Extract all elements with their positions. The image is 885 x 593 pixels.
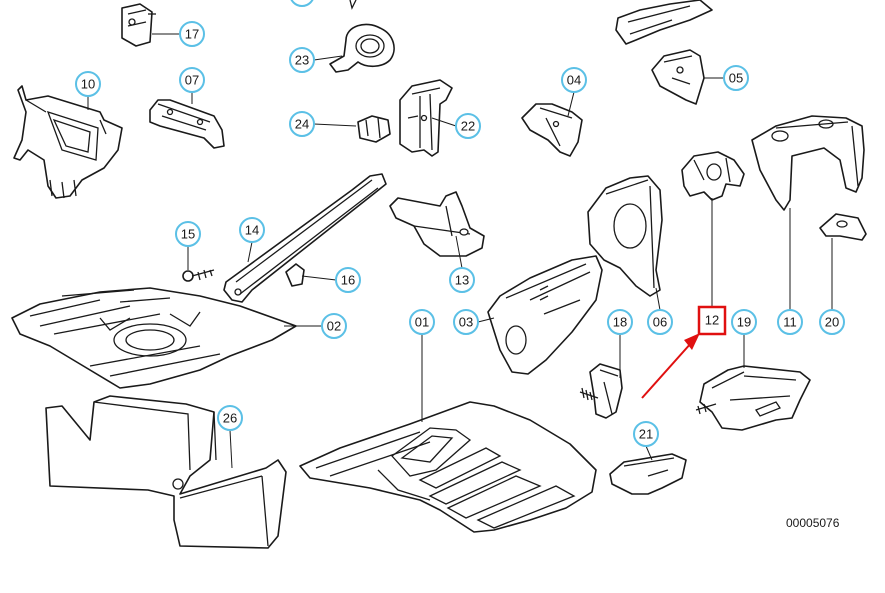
svg-text:14: 14 xyxy=(245,223,259,238)
callout-24[interactable]: 24 xyxy=(289,111,315,137)
callout-19[interactable]: 19 xyxy=(731,309,757,335)
callout-13[interactable]: 13 xyxy=(449,267,475,293)
callout-14[interactable]: 14 xyxy=(239,217,265,243)
part-22-drawing xyxy=(399,79,453,157)
part-top-right-drawing xyxy=(615,0,713,45)
highlight-arrow xyxy=(641,333,700,399)
callout-26[interactable]: 26 xyxy=(217,405,243,431)
svg-text:16: 16 xyxy=(341,273,355,288)
callout-17[interactable]: 17 xyxy=(179,21,205,47)
callout-20[interactable]: 20 xyxy=(819,309,845,335)
part-03-drawing xyxy=(487,255,603,375)
svg-text:10: 10 xyxy=(81,77,95,92)
part-17-drawing xyxy=(121,3,156,47)
callout-02[interactable]: 02 xyxy=(321,313,347,339)
svg-text:07: 07 xyxy=(185,73,199,88)
callout-01[interactable]: 01 xyxy=(409,309,435,335)
part-01-drawing xyxy=(299,401,597,533)
svg-text:06: 06 xyxy=(653,315,667,330)
callout-22[interactable]: 22 xyxy=(455,113,481,139)
svg-text:19: 19 xyxy=(737,315,751,330)
part-07-drawing xyxy=(149,99,225,149)
part-23-drawing xyxy=(329,0,395,73)
part-13-drawing xyxy=(389,191,485,257)
callout-07[interactable]: 07 xyxy=(179,67,205,93)
callout-21[interactable]: 21202221 xyxy=(633,421,659,447)
callout-04[interactable]: 04 xyxy=(561,67,587,93)
svg-text:04: 04 xyxy=(567,73,581,88)
part-21-drawing xyxy=(609,453,687,495)
part-10-drawing xyxy=(13,85,123,199)
svg-text:05: 05 xyxy=(729,71,743,86)
svg-text:01: 01 xyxy=(415,315,429,330)
diagram-code: 00005076 xyxy=(786,516,840,530)
part-05-drawing xyxy=(651,49,705,105)
callout-15[interactable]: 15 xyxy=(175,221,201,247)
part-14-drawing xyxy=(223,173,387,303)
callout-05[interactable]: 05 xyxy=(723,65,749,91)
part-04-drawing xyxy=(521,103,583,157)
part-12-drawing xyxy=(681,151,745,201)
part-19-drawing xyxy=(695,365,811,431)
part-06-drawing xyxy=(587,175,663,297)
svg-text:11: 11 xyxy=(783,315,797,330)
svg-text:13: 13 xyxy=(455,273,469,288)
svg-text:18: 18 xyxy=(613,315,627,330)
svg-text:15: 15 xyxy=(181,227,195,242)
svg-text:26: 26 xyxy=(223,411,237,426)
svg-text:25: 25 xyxy=(295,0,309,2)
svg-text:17: 17 xyxy=(185,27,199,42)
svg-text:23: 23 xyxy=(295,53,309,68)
svg-text:12: 12 xyxy=(705,313,719,328)
part-11-drawing xyxy=(751,115,865,211)
part-26-drawing xyxy=(45,395,287,549)
callout-16[interactable]: 16 xyxy=(335,267,361,293)
callout-10[interactable]: 10 xyxy=(75,71,101,97)
part-20-drawing xyxy=(819,213,867,241)
part-16-drawing xyxy=(285,263,305,287)
part-15-drawing xyxy=(182,269,215,282)
part-18-drawing xyxy=(579,363,623,419)
svg-text:03: 03 xyxy=(459,315,473,330)
svg-text:21: 21 xyxy=(639,427,653,442)
part-24-drawing xyxy=(357,115,391,143)
leader-lines xyxy=(87,33,833,469)
part-02-drawing xyxy=(11,287,297,389)
callout-11[interactable]: 11 xyxy=(777,309,803,335)
callout-18[interactable]: 18 xyxy=(607,309,633,335)
callout-23[interactable]: 23 xyxy=(289,47,315,73)
callout-06[interactable]: 06 xyxy=(647,309,673,335)
callout-12-highlighted[interactable]: 12 12 xyxy=(697,305,727,336)
svg-text:02: 02 xyxy=(327,319,341,334)
svg-text:22: 22 xyxy=(461,119,475,134)
svg-text:24: 24 xyxy=(295,117,309,132)
callout-25-clipped[interactable]: 25 xyxy=(290,0,314,7)
svg-text:20: 20 xyxy=(825,315,839,330)
callout-03[interactable]: 03 xyxy=(453,309,479,335)
